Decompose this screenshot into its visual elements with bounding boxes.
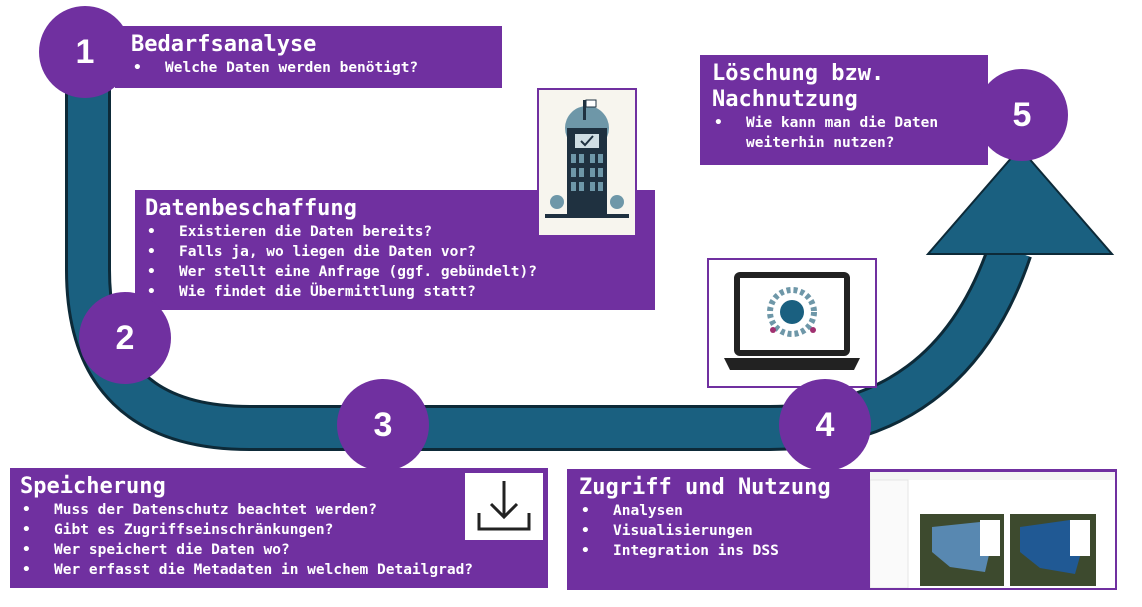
step-5-box: Löschung bzw. Nachnutzung Wie kann man d… xyxy=(700,55,988,165)
step-4-title: Zugriff und Nutzung xyxy=(579,475,831,500)
dashboard-screenshot xyxy=(869,472,1115,589)
step-4-bullet: Visualisierungen xyxy=(579,521,1117,541)
step-3-box: Speicherung Muss der Datenschutz beachte… xyxy=(10,468,548,588)
step-1-bullet: Welche Daten werden benötigt? xyxy=(131,58,502,78)
step-2-bullet: Wie findet die Übermittlung statt? xyxy=(145,282,655,302)
step-4-bullet: Analysen xyxy=(579,501,1117,521)
step-1-box: Bedarfsanalyse Welche Daten werden benöt… xyxy=(115,26,502,88)
step-2-title: Datenbeschaffung xyxy=(145,196,357,221)
step-2-number: 2 xyxy=(79,292,171,384)
step-4-bullet: Integration ins DSS xyxy=(579,541,1117,561)
step-5-title: Löschung bzw. Nachnutzung xyxy=(712,61,885,112)
step-3-bullet: Wer erfasst die Metadaten in welchem Det… xyxy=(20,560,548,580)
step-3-bullet: Wer speichert die Daten wo? xyxy=(20,540,548,560)
step-5-bullet: Wie kann man die Daten weiterhin nutzen? xyxy=(712,113,966,153)
step-3-bullet: Gibt es Zugriffseinschränkungen? xyxy=(20,520,548,540)
step-1-number: 1 xyxy=(39,6,131,98)
download-icon xyxy=(465,473,543,540)
step-3-number: 3 xyxy=(337,379,429,471)
step-4-number: 4 xyxy=(779,379,871,471)
step-1-title: Bedarfsanalyse xyxy=(131,32,317,57)
step-3-bullet: Muss der Datenschutz beachtet werden? xyxy=(20,500,548,520)
laptop-brain-icon xyxy=(707,258,877,388)
step-2-bullet: Existieren die Daten bereits? xyxy=(145,222,655,242)
step-2-bullet: Wer stellt eine Anfrage (ggf. gebündelt)… xyxy=(145,262,655,282)
step-2-bullet: Falls ja, wo liegen die Daten vor? xyxy=(145,242,655,262)
building-icon xyxy=(537,88,637,237)
step-5-number: 5 xyxy=(976,69,1068,161)
step-3-title: Speicherung xyxy=(20,474,166,499)
